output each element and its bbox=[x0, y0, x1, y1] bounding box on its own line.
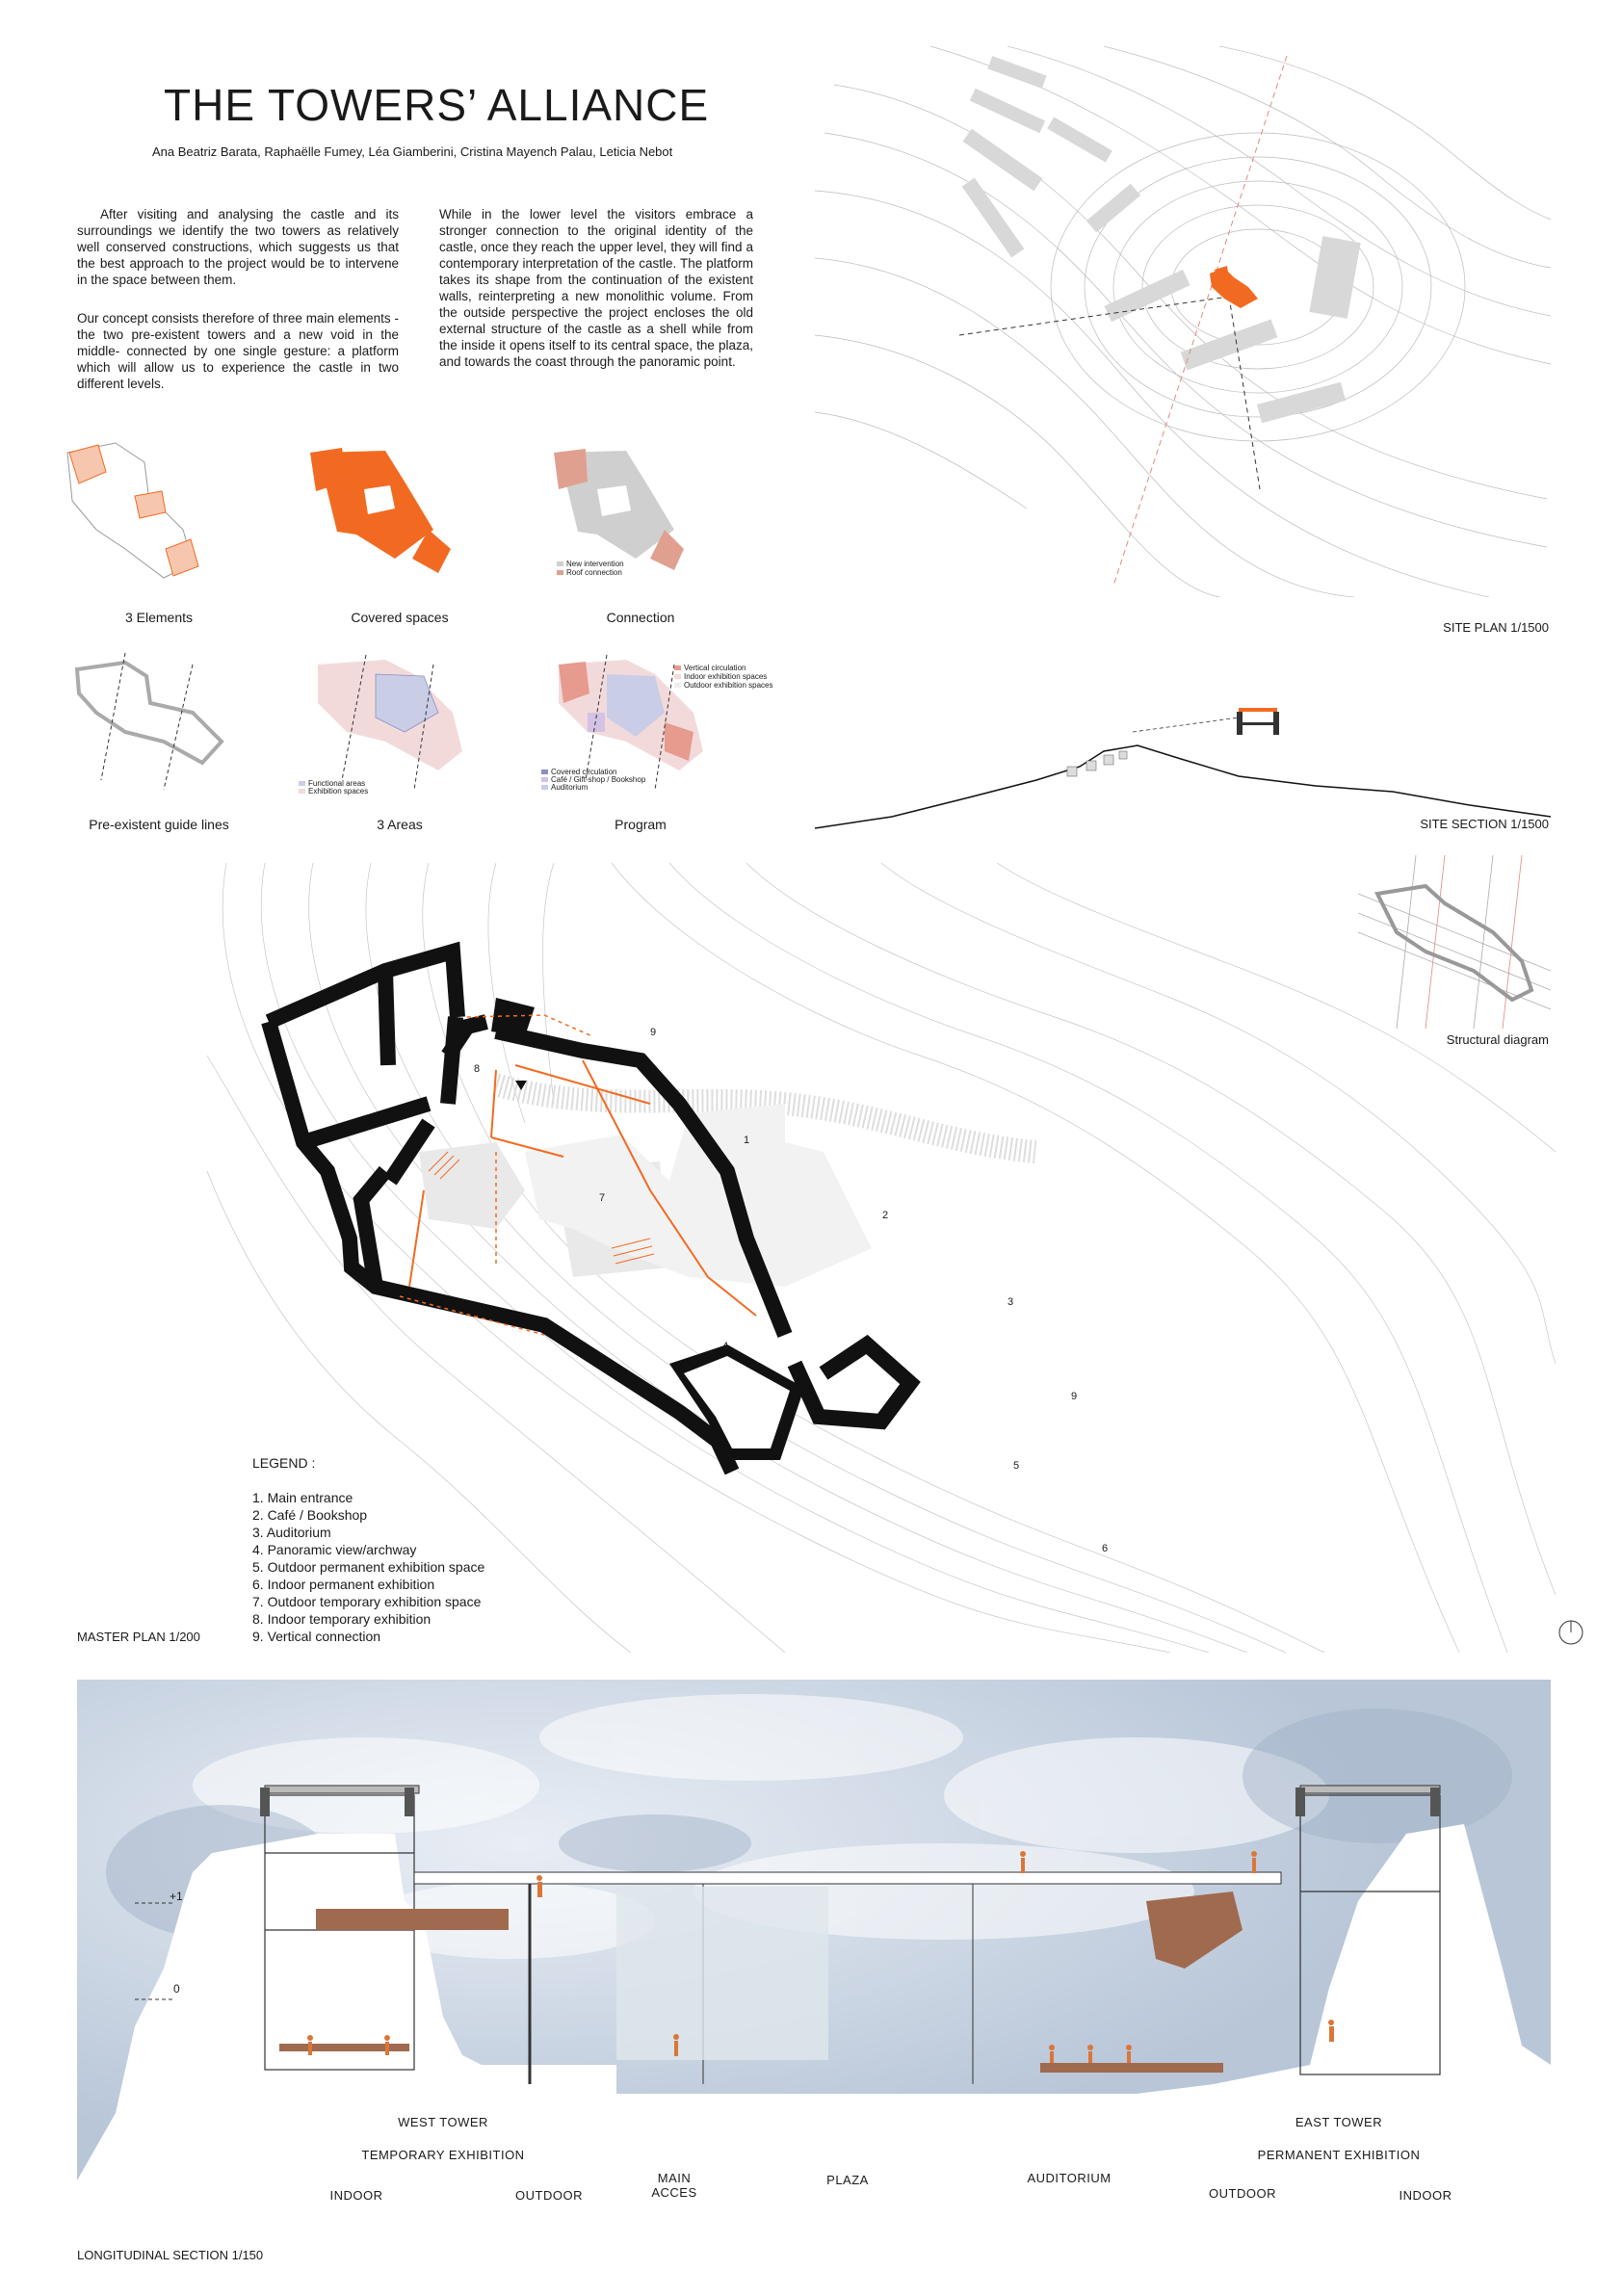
caption-3-elements: 3 Elements bbox=[124, 610, 194, 625]
intro-paragraph-1: After visiting and analysing the castle … bbox=[77, 207, 399, 287]
legend-item: 1. Main entrance bbox=[252, 1490, 353, 1505]
label-temporary-exhibition: TEMPORARY EXHIBITION bbox=[361, 2148, 525, 2162]
room-number-4: 4 bbox=[722, 1341, 729, 1352]
caption-3-areas: 3 Areas bbox=[377, 817, 423, 832]
longitudinal-section bbox=[77, 1680, 1551, 2238]
site-section-label: SITE SECTION 1/1500 bbox=[1420, 817, 1549, 831]
level-plus-1: +1 bbox=[170, 1890, 183, 1903]
program-legend-top-1: Vertical circulation bbox=[684, 664, 746, 672]
diagram-guide-lines bbox=[74, 652, 224, 791]
site-section bbox=[815, 708, 1551, 829]
legend-item: 6. Indoor permanent exhibition bbox=[252, 1577, 435, 1592]
areas-legend-2: Exhibition spaces bbox=[308, 787, 369, 796]
caption-program: Program bbox=[615, 817, 667, 832]
intro-paragraph-3: While in the lower level the visitors em… bbox=[439, 207, 753, 369]
legend-item: 8. Indoor temporary exhibition bbox=[252, 1611, 432, 1627]
page-title: THE TOWERS’ ALLIANCE bbox=[164, 80, 710, 130]
label-outdoor-east: OUTDOOR bbox=[1209, 2186, 1276, 2201]
legend-item: 4. Panoramic view/archway bbox=[252, 1542, 417, 1557]
concept-diagrams bbox=[66, 442, 703, 794]
caption-covered-spaces: Covered spaces bbox=[351, 610, 449, 625]
connection-legend-2: Roof connection bbox=[566, 568, 622, 577]
intro-paragraph-2: Our concept consists therefore of three … bbox=[77, 311, 399, 391]
program-legend-top-2: Indoor exhibition spaces bbox=[684, 672, 768, 681]
room-number-6: 6 bbox=[1102, 1543, 1109, 1554]
master-plan-legend: LEGEND : 1. Main entrance 2. Café / Book… bbox=[252, 1454, 484, 1645]
master-plan-label: MASTER PLAN 1/200 bbox=[77, 1630, 200, 1644]
room-number-5: 5 bbox=[1013, 1460, 1020, 1472]
room-number-2: 2 bbox=[882, 1210, 889, 1221]
structural-diagram bbox=[1358, 855, 1551, 1029]
label-auditorium: AUDITORIUM bbox=[1027, 2171, 1112, 2185]
areas-legend-1: Functional areas bbox=[308, 779, 366, 788]
caption-connection: Connection bbox=[606, 610, 675, 625]
room-number-9b: 9 bbox=[1071, 1391, 1078, 1402]
master-plan bbox=[207, 863, 1556, 1653]
program-legend-bottom-1: Covered circulation bbox=[551, 768, 617, 776]
room-number-9a: 9 bbox=[650, 1027, 657, 1038]
label-indoor-east: INDOOR bbox=[1399, 2188, 1452, 2203]
north-arrow-icon bbox=[1558, 1620, 1583, 1645]
label-plaza: PLAZA bbox=[826, 2173, 869, 2187]
room-number-1: 1 bbox=[744, 1135, 750, 1146]
program-legend-bottom-3: Auditorium bbox=[551, 783, 589, 792]
legend-item: 3. Auditorium bbox=[252, 1525, 331, 1540]
label-east-tower: EAST TOWER bbox=[1295, 2115, 1383, 2129]
room-number-7: 7 bbox=[599, 1192, 606, 1204]
diagram-connection bbox=[554, 449, 684, 575]
section-label: LONGITUDINAL SECTION 1/150 bbox=[77, 2248, 264, 2262]
legend-item: 2. Café / Bookshop bbox=[252, 1507, 368, 1523]
legend-item: 9. Vertical connection bbox=[252, 1629, 381, 1644]
legend-title: LEGEND : bbox=[252, 1455, 316, 1471]
label-outdoor-west: OUTDOOR bbox=[515, 2188, 583, 2203]
legend-item: 7. Outdoor temporary exhibition space bbox=[252, 1594, 482, 1609]
structural-diagram-label: Structural diagram bbox=[1446, 1032, 1549, 1047]
connection-legend-1: New intervention bbox=[566, 560, 624, 568]
program-legend-bottom-2: Café / Gift-shop / Bookshop bbox=[551, 775, 646, 784]
label-permanent-exhibition: PERMANENT EXHIBITION bbox=[1257, 2148, 1421, 2162]
diagram-covered-spaces bbox=[310, 448, 451, 573]
legend-item: 5. Outdoor permanent exhibition space bbox=[252, 1559, 485, 1575]
label-indoor-west: INDOOR bbox=[329, 2188, 383, 2203]
diagram-3-elements bbox=[66, 442, 199, 579]
program-legend-top-3: Outdoor exhibition spaces bbox=[684, 681, 773, 690]
room-number-8: 8 bbox=[474, 1063, 481, 1075]
diagram-program bbox=[541, 654, 703, 791]
site-plan-label: SITE PLAN 1/1500 bbox=[1443, 620, 1549, 635]
site-plan bbox=[815, 46, 1551, 597]
label-west-tower: WEST TOWER bbox=[398, 2115, 488, 2129]
caption-guide-lines: Pre-existent guide lines bbox=[89, 817, 229, 832]
level-0: 0 bbox=[173, 1982, 180, 1996]
diagram-3-areas bbox=[299, 654, 462, 794]
label-main-acces: MAIN ACCES bbox=[651, 2171, 697, 2200]
authors: Ana Beatriz Barata, Raphaëlle Fumey, Léa… bbox=[152, 144, 673, 159]
room-number-3: 3 bbox=[1007, 1296, 1014, 1308]
